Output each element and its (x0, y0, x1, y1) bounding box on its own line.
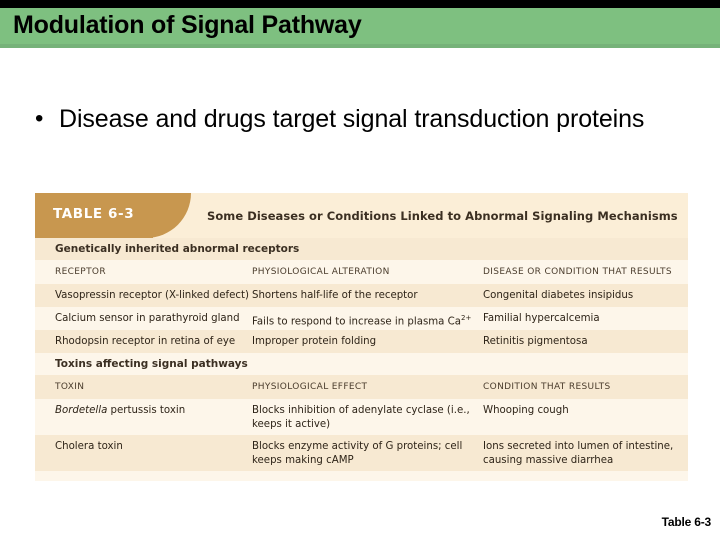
cell-disease: Familial hypercalcemia (483, 313, 600, 324)
section-heading-toxins: Toxins affecting signal pathways (35, 353, 688, 375)
table-row: Bordetella pertussis toxin Blocks inhibi… (35, 399, 688, 435)
cell-receptor: Rhodopsin receptor in retina of eye (55, 336, 236, 347)
table-number-tab (35, 193, 153, 238)
column-header-receptor: RECEPTOR (55, 267, 106, 277)
cell-toxin: Cholera toxin (55, 441, 123, 452)
cell-toxin-genus: Bordetella (55, 405, 108, 416)
bullet-text: Disease and drugs target signal transduc… (59, 105, 645, 133)
cell-condition: Whooping cough (483, 405, 569, 416)
table-row: Vasopressin receptor (X-linked defect) S… (35, 284, 688, 307)
section-heading-label: Genetically inherited abnormal receptors (55, 243, 300, 255)
cell-toxin-rest: pertussis toxin (107, 405, 186, 416)
column-header-row-1: RECEPTOR PHYSIOLOGICAL ALTERATION DISEAS… (35, 260, 688, 284)
section-heading-genetic: Genetically inherited abnormal receptors (35, 238, 688, 260)
figure-caption: Table 6-3 (661, 515, 712, 529)
bullet-list: • Disease and drugs target signal transd… (35, 101, 685, 138)
list-item: • Disease and drugs target signal transd… (35, 101, 685, 138)
column-header-condition-result: CONDITION THAT RESULTS (483, 382, 611, 392)
top-black-bar (0, 0, 720, 8)
title-band (0, 8, 720, 48)
table-figure: TABLE 6-3 Some Diseases or Conditions Li… (35, 193, 688, 481)
cell-effect: Blocks enzyme activity of G proteins; ce… (252, 441, 463, 466)
table-row: Calcium sensor in parathyroid gland Fail… (35, 307, 688, 330)
table-row: Cholera toxin Blocks enzyme activity of … (35, 435, 688, 471)
cell-receptor: Vasopressin receptor (X-linked defect) (55, 290, 249, 301)
column-header-physiological-effect: PHYSIOLOGICAL EFFECT (252, 382, 368, 392)
cell-alteration-text: Fails to respond to increase in plasma C… (252, 316, 462, 328)
cell-receptor: Calcium sensor in parathyroid gland (55, 313, 240, 324)
cell-alteration: Fails to respond to increase in plasma C… (252, 312, 478, 329)
column-header-row-2: TOXIN PHYSIOLOGICAL EFFECT CONDITION THA… (35, 375, 688, 399)
column-header-disease-result: DISEASE OR CONDITION THAT RESULTS (483, 267, 672, 277)
column-header-toxin: TOXIN (55, 382, 85, 392)
table-number-label: TABLE 6-3 (53, 206, 135, 222)
cell-alteration: Improper protein folding (252, 336, 377, 347)
section-heading-label: Toxins affecting signal pathways (55, 358, 248, 370)
slide-title: Modulation of Signal Pathway (13, 11, 362, 39)
table-row: Rhodopsin receptor in retina of eye Impr… (35, 330, 688, 353)
cell-disease: Congenital diabetes insipidus (483, 290, 634, 301)
table-header-bar: TABLE 6-3 Some Diseases or Conditions Li… (35, 193, 688, 238)
column-header-physiological-alteration: PHYSIOLOGICAL ALTERATION (252, 267, 390, 277)
table-title: Some Diseases or Conditions Linked to Ab… (207, 209, 678, 223)
cell-toxin: Bordetella pertussis toxin (55, 404, 251, 418)
title-band-bottom-edge (0, 44, 720, 48)
table-number-tab-curve (135, 193, 191, 238)
cell-effect: Blocks inhibition of adenylate cyclase (… (252, 405, 470, 430)
table-footer-space (35, 471, 688, 481)
cell-disease: Retinitis pigmentosa (483, 336, 588, 347)
bullet-marker-icon: • (35, 105, 44, 132)
cell-condition: Ions secreted into lumen of intestine, c… (483, 441, 674, 466)
cell-alteration: Shortens half-life of the receptor (252, 290, 418, 301)
charge-superscript: 2+ (461, 314, 472, 322)
